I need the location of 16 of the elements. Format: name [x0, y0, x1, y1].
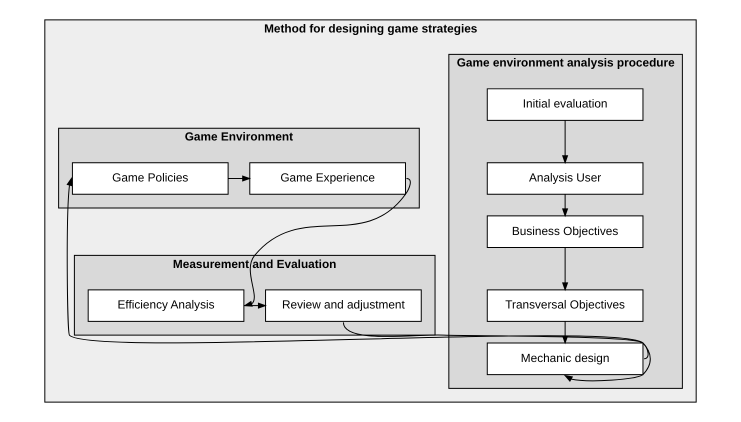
node-box: Game Policies [72, 162, 229, 195]
arrow [66, 177, 649, 360]
node-box: Efficiency Analysis [88, 289, 244, 322]
arrow [243, 302, 267, 309]
arrow [562, 120, 568, 164]
node-box: Transversal Objectives [486, 289, 644, 322]
node-box: Analysis User [486, 162, 644, 195]
arrow [228, 175, 252, 182]
node-box: Review and adjustment [265, 289, 422, 322]
node-box: Game Experience [249, 162, 406, 195]
arrow [342, 322, 651, 382]
arrow [562, 194, 568, 218]
arrow [562, 247, 568, 292]
node-box: Business Objectives [486, 215, 644, 248]
node-box: Initial evaluation [486, 88, 644, 121]
node-box: Mechanic design [486, 342, 644, 376]
